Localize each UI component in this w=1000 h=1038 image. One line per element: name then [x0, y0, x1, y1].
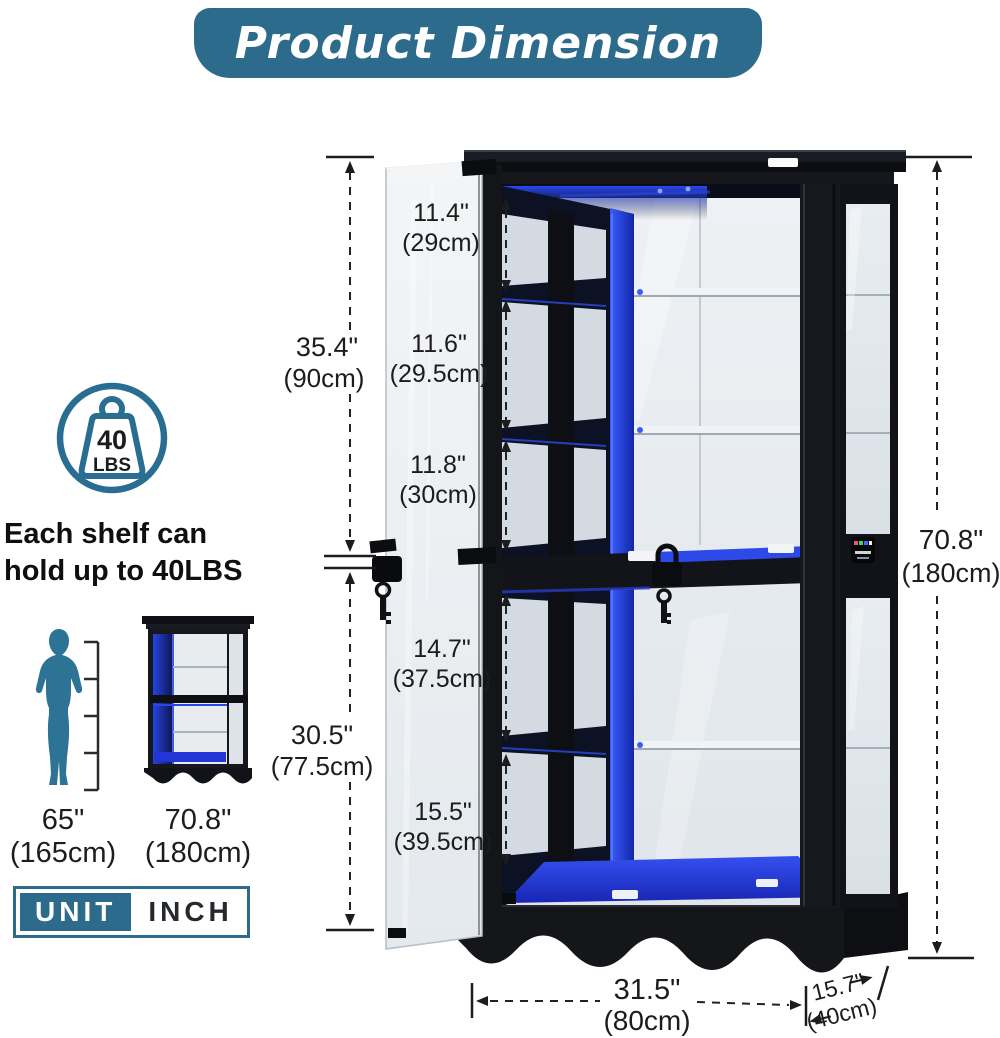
- dim-shelf-2-in: 11.6": [411, 330, 467, 358]
- right-side-panel: [840, 184, 898, 908]
- icon-circle: [56, 382, 168, 494]
- dim-shelf-3-in: 11.8": [410, 451, 466, 479]
- dim-upper-section-cm: (90cm): [284, 363, 365, 393]
- weight-body: [78, 413, 146, 479]
- open-glass-door: [369, 158, 497, 950]
- weight-value: 40: [97, 425, 127, 455]
- led-floor: [500, 856, 836, 904]
- mini-cabinet-figure: [142, 616, 254, 784]
- dim-shelf-4-cm: (37.5cm): [393, 665, 492, 693]
- door-hinge-top: [461, 158, 497, 177]
- door-lock-and-key: [369, 538, 402, 624]
- person-height-label: 65" (165cm): [8, 804, 118, 870]
- dim-shelf-1-cm: (29cm): [402, 229, 480, 257]
- dim-shelf-5-cm: (39.5cm): [394, 828, 493, 856]
- mini-cabinet-height-label: 70.8" (180cm): [138, 804, 258, 870]
- dim-lower-section-cm: (77.5cm): [271, 751, 374, 781]
- mini-cabinet-height-cm: (180cm): [144, 837, 252, 869]
- cabinet-lock-and-key: [652, 543, 682, 624]
- unit-badge-label: UNIT: [20, 893, 132, 931]
- divider-clip: [768, 544, 794, 553]
- led-side-column: [497, 185, 634, 908]
- dim-width-cm: (80cm): [603, 1005, 690, 1036]
- person-height-figure: [35, 629, 100, 792]
- dimension-arrowheads: [345, 160, 942, 1010]
- cabinet-body: [369, 150, 908, 973]
- divider-clip: [628, 551, 658, 561]
- cabinet-base: [458, 892, 908, 973]
- dim-total-height-in: 70.8": [919, 524, 983, 555]
- dim-shelf-3-cm: (30cm): [399, 481, 477, 509]
- unit-badge-value: INCH: [138, 893, 243, 931]
- dim-lower-section-in: 30.5": [291, 720, 353, 750]
- title-banner: Product Dimension: [194, 8, 762, 78]
- note-line-2: hold up to 40LBS: [4, 555, 243, 587]
- dim-upper-section-in: 35.4": [296, 332, 358, 362]
- glass-shelves: [634, 288, 800, 750]
- door-hinge-middle: [457, 547, 497, 565]
- weight-unit: LBS: [93, 455, 131, 476]
- dim-width-in: 31.5": [614, 974, 681, 1006]
- dim-shelf-4-in: 14.7": [413, 635, 471, 663]
- person-height-in: 65": [41, 804, 85, 836]
- shelf-capacity-note: Each shelf can hold up to 40LBS: [4, 516, 242, 590]
- person-silhouette: [35, 629, 83, 785]
- right-front-post: [800, 180, 840, 908]
- note-line-1: Each shelf can: [4, 518, 208, 550]
- dimension-ticks: [324, 155, 974, 1026]
- dimension-lines: [349, 172, 938, 1006]
- unit-badge: UNIT INCH: [13, 886, 250, 938]
- dim-shelf-1-in: 11.4": [413, 199, 469, 227]
- label-backgrounds: [268, 330, 1000, 782]
- dimension-annotations: 35.4" (90cm) 30.5" (77.5cm) 11.4" (29cm)…: [268, 155, 1000, 1036]
- page-title: Product Dimension: [234, 17, 722, 69]
- crown-molding: [464, 150, 906, 184]
- weight-capacity-icon: 40 LBS: [56, 382, 168, 494]
- height-scale: [84, 640, 100, 792]
- door-corner-clip: [388, 928, 406, 938]
- dim-total-height-cm: (180cm): [901, 558, 1000, 588]
- dim-shelf-5-in: 15.5": [414, 798, 472, 826]
- dim-shelf-2-cm: (29.5cm): [390, 360, 489, 388]
- dim-depth-group: 15.7" (40cm): [804, 968, 880, 1035]
- person-height-cm: (165cm): [9, 837, 117, 869]
- led-controller: [851, 537, 875, 563]
- mini-cabinet-height-in: 70.8": [164, 804, 232, 836]
